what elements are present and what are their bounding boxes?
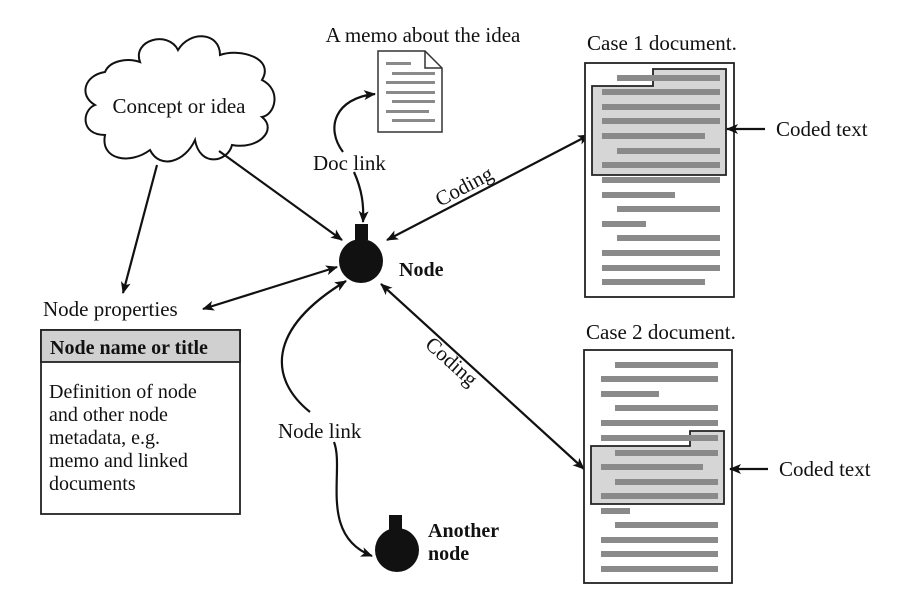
coding-label-top: Coding <box>431 161 497 211</box>
node-properties-label: Node properties <box>43 297 178 321</box>
node-link-label: Node link <box>278 419 362 443</box>
another-node-label-line1: Another <box>428 520 499 542</box>
concept-label: Concept or idea <box>113 94 247 118</box>
another-node-stem <box>389 515 402 530</box>
memo-label: A memo about the idea <box>326 23 521 47</box>
properties-body-line: metadata, e.g. <box>49 427 160 449</box>
coded-text-label-1: Coded text <box>776 117 868 141</box>
case1-label: Case 1 document. <box>587 31 737 55</box>
concept-cloud: Concept or idea <box>84 35 276 163</box>
coding-label-bottom: Coding <box>421 332 483 392</box>
properties-title: Node name or title <box>50 337 208 359</box>
memo-text-lines <box>386 62 435 122</box>
properties-title-bar <box>40 329 241 363</box>
cloud-shape <box>84 35 276 163</box>
properties-body-line: memo and linked <box>49 450 188 472</box>
coding-arrow-case2 <box>380 283 585 470</box>
node-symbol: Node <box>339 224 444 283</box>
properties-body-line: documents <box>49 473 136 495</box>
node-stem <box>355 224 368 240</box>
node-link-arrow-to-node <box>280 280 347 413</box>
case1-document: Case 1 document. <box>584 31 737 298</box>
case2-label: Case 2 document. <box>586 320 736 344</box>
memo-fold <box>424 51 442 69</box>
case2-document: Case 2 document. <box>583 320 736 584</box>
node-properties-arrow <box>202 265 338 311</box>
node-properties-box: Node name or title Definition of node an… <box>40 329 241 515</box>
case2-text-lines <box>601 362 718 572</box>
coding-arrow-case1 <box>386 134 590 241</box>
properties-body-line: and other node <box>49 404 168 426</box>
properties-body-line: Definition of node <box>49 381 197 403</box>
memo-document: A memo about the idea <box>326 23 521 133</box>
node-label: Node <box>399 259 444 281</box>
another-node-label-line2: node <box>428 543 469 565</box>
another-node-dot-icon <box>375 528 419 572</box>
doc-link-arrow-to-memo <box>333 90 376 153</box>
node-dot-icon <box>339 239 383 283</box>
another-node-symbol: Another node <box>375 515 499 572</box>
coded-text-label-2: Coded text <box>779 457 871 481</box>
doc-link-label: Doc link <box>313 151 386 175</box>
case1-text-lines <box>602 75 720 285</box>
doc-link-arrow-to-node <box>352 171 369 223</box>
concept-to-node-arrow <box>218 150 343 241</box>
concept-to-properties-arrow <box>120 164 159 294</box>
node-link-arrow-to-another-node <box>332 441 373 558</box>
